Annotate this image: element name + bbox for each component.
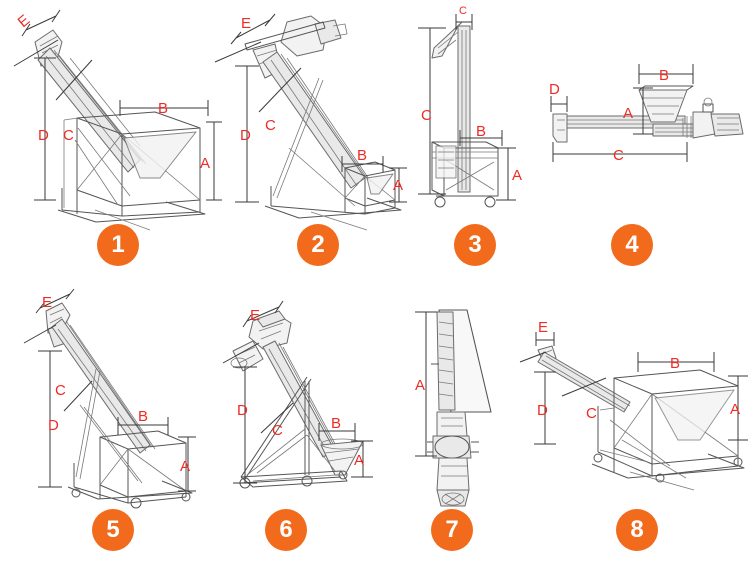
dimension-lines-3	[418, 14, 516, 201]
dimension-label-E-5: E	[42, 294, 52, 311]
dimension-label-B-1: B	[158, 100, 168, 117]
dimension-label-D-5: D	[48, 417, 59, 434]
figure-number-badge-3: 3	[454, 224, 496, 266]
dimension-label-A-8: A	[730, 401, 740, 418]
dimension-label-D-8: D	[537, 402, 548, 419]
dimension-label-C-4: C	[613, 147, 624, 164]
figure-number-1: 1	[111, 231, 125, 258]
dimension-label-B-2: B	[357, 147, 367, 164]
figure-number-badge-7: 7	[431, 509, 473, 551]
conveyor-drawing-3	[431, 21, 499, 208]
dimension-lines-6	[222, 300, 373, 484]
figure-number-badge-1: 1	[97, 224, 139, 266]
dimension-label-A-6: A	[354, 452, 364, 469]
dimension-label-A-2: A	[393, 177, 403, 194]
dimension-label-E-8: E	[538, 319, 548, 336]
dimension-label-D-4: D	[549, 81, 560, 98]
figure-1-inclined-conveyor: E D C B A	[0, 0, 230, 231]
conveyor-drawing-6	[230, 310, 364, 489]
dimension-label-C-5: C	[55, 382, 66, 399]
dimension-label-E-2: E	[241, 15, 251, 32]
dimension-label-D-1: D	[38, 127, 49, 144]
conveyor-drawing-4	[552, 85, 744, 143]
dimension-label-C-3: C	[421, 107, 432, 124]
dimension-label-A-7: A	[415, 377, 425, 394]
figure-4-horizontal-conveyor: D B A C	[535, 50, 750, 230]
figure-number-badge-2: 2	[297, 224, 339, 266]
dimension-label-B-5: B	[138, 408, 148, 425]
figure-5-inclined-conveyor-wheeled-bin: E C D B A	[0, 285, 200, 515]
figure-2-inclined-conveyor-motor: E D C B A	[214, 0, 407, 231]
conveyor-drawing-5	[45, 302, 193, 509]
dimension-lines-2	[214, 13, 407, 203]
dimension-label-C-top-3: C	[459, 5, 467, 17]
dimension-label-E-6: E	[250, 307, 260, 324]
dimension-lines-5	[23, 288, 196, 492]
dimension-label-D-2: D	[240, 127, 251, 144]
dimension-label-C-8: C	[586, 405, 597, 422]
figure-number-8: 8	[630, 516, 644, 543]
dimension-label-C-1: C	[63, 127, 74, 144]
figure-number-6: 6	[279, 516, 293, 543]
dimension-label-A-1: A	[200, 155, 210, 172]
figure-7-flexible-conveyor-topview: A	[395, 290, 525, 510]
dimension-label-B-6: B	[331, 415, 341, 432]
dimension-label-B-4: B	[659, 67, 669, 84]
dimension-label-A-3: A	[512, 167, 522, 184]
figure-6-inclined-conveyor-tripod: E D C B A	[195, 285, 385, 515]
figure-number-2: 2	[311, 231, 325, 258]
figure-number-badge-4: 4	[611, 224, 653, 266]
dimension-label-B-3: B	[476, 123, 486, 140]
figure-8-inclined-conveyor-large-bin: E D C B A	[510, 300, 750, 530]
figure-number-badge-8: 8	[616, 509, 658, 551]
dimension-label-A-4: A	[623, 105, 633, 122]
dimension-label-C-6: C	[272, 422, 283, 439]
dimension-label-C-2: C	[265, 117, 276, 134]
figure-number-5: 5	[106, 516, 120, 543]
figure-number-badge-5: 5	[92, 509, 134, 551]
figure-number-3: 3	[468, 231, 482, 258]
dimension-label-D-6: D	[237, 402, 248, 419]
figure-number-4: 4	[625, 231, 639, 258]
dimension-lines-1	[13, 9, 222, 201]
dimension-label-A-5: A	[180, 458, 190, 475]
figure-3-vertical-conveyor: C C B A	[412, 0, 542, 230]
conveyor-drawing-7	[427, 309, 492, 507]
conveyor-drawing-8	[537, 345, 745, 491]
figure-number-badge-6: 6	[265, 509, 307, 551]
dimension-lines-7	[415, 311, 437, 457]
dimension-lines-8	[519, 332, 748, 445]
figure-number-7: 7	[445, 516, 459, 543]
dimension-label-B-8: B	[670, 355, 680, 372]
dimension-lines-4	[550, 64, 694, 162]
conveyor-drawing-1	[34, 29, 206, 231]
